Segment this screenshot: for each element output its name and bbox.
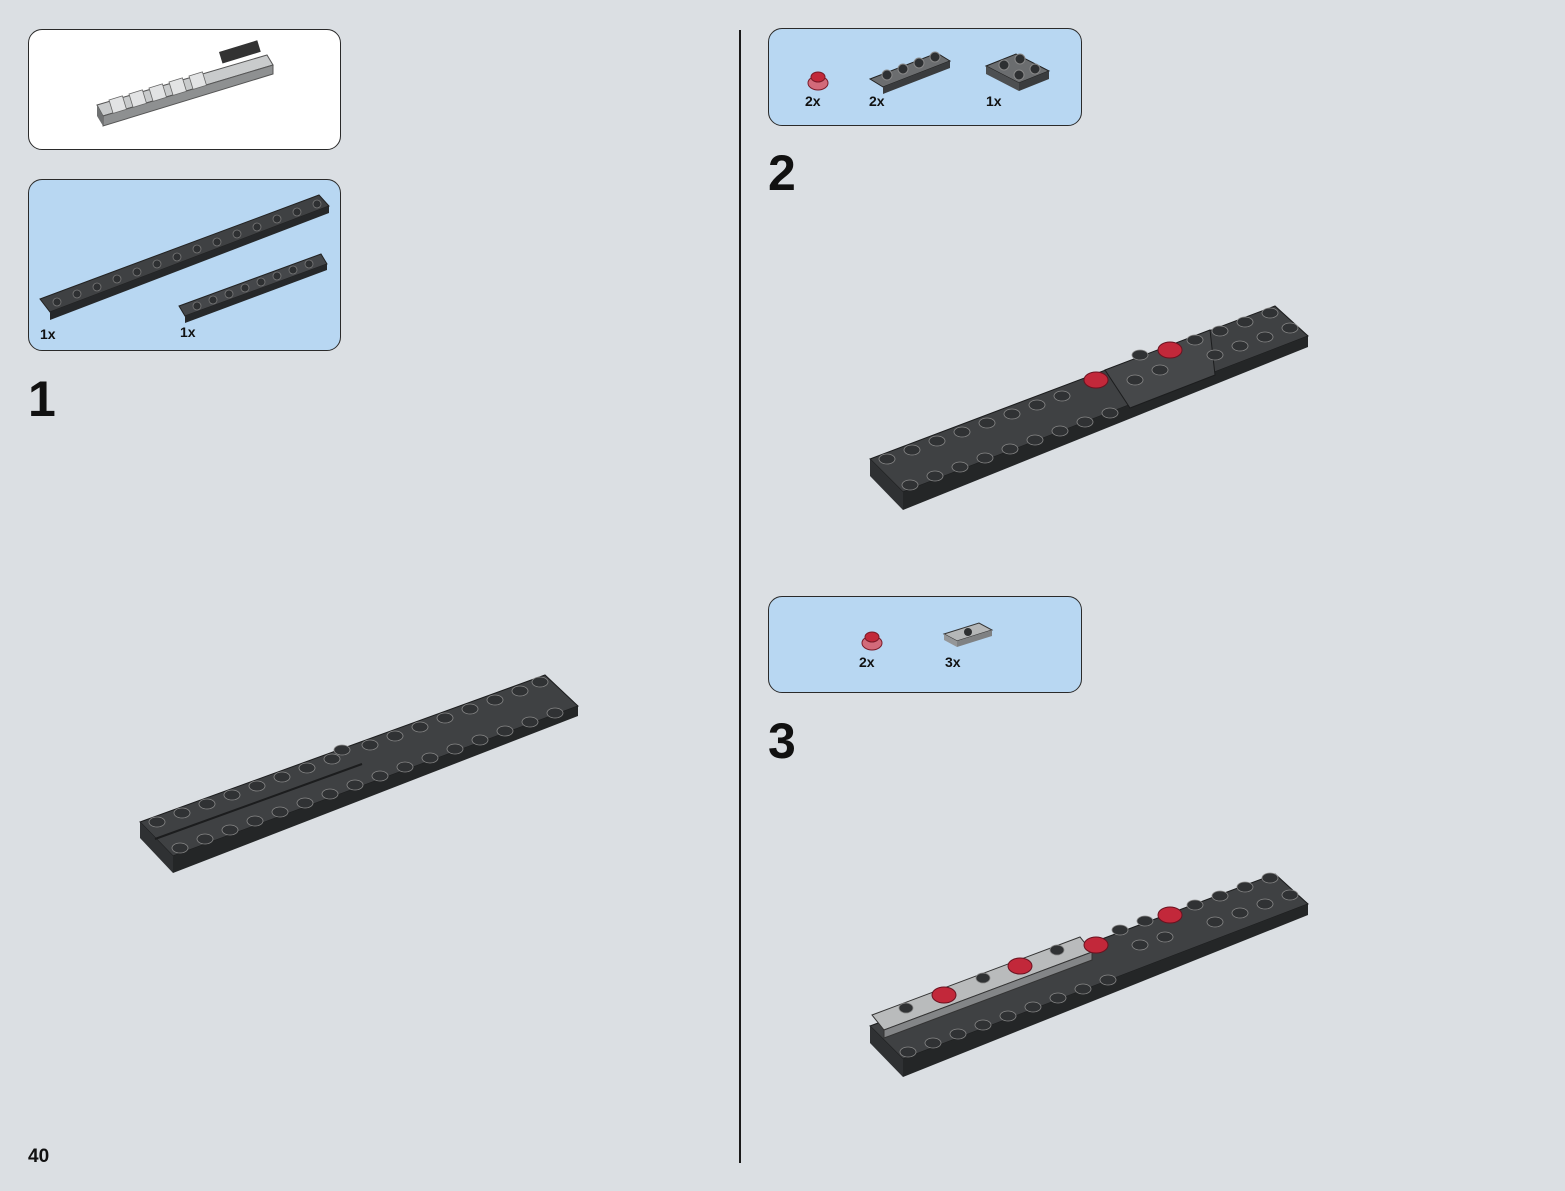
part-quantity: 3x [945,654,961,670]
step-number: 1 [28,371,56,427]
trans-red-round-plate-image [861,631,883,651]
part-quantity: 1x [180,324,196,340]
light-gray-jumper-plate-image [942,622,994,647]
part-quantity: 2x [869,93,885,109]
step-number: 2 [768,145,796,201]
part-quantity: 1x [40,326,56,342]
part-quantity: 1x [986,93,1002,109]
page-number: 40 [28,1146,50,1167]
step-number: 3 [768,713,796,769]
gray-subassembly-image [96,40,274,127]
dark-gray-plate-2x2-image [984,53,1051,91]
page-divider [739,30,741,1163]
step-2-parts-panel: 2x 2x 1x [768,28,1082,126]
dark-gray-plate-1x8-image [178,253,328,323]
step-3-parts-panel: 2x 3x [768,596,1082,693]
trans-red-round-plate-image [807,71,829,91]
step-1-parts-panel: 1x 1x [28,179,341,351]
subassembly-reference-box [28,29,341,150]
part-quantity: 2x [859,654,875,670]
dark-gray-plate-2x14-image [39,194,330,320]
step-1-model-image [139,674,579,873]
dark-gray-plate-1x4-image [868,51,952,94]
part-quantity: 2x [805,93,821,109]
